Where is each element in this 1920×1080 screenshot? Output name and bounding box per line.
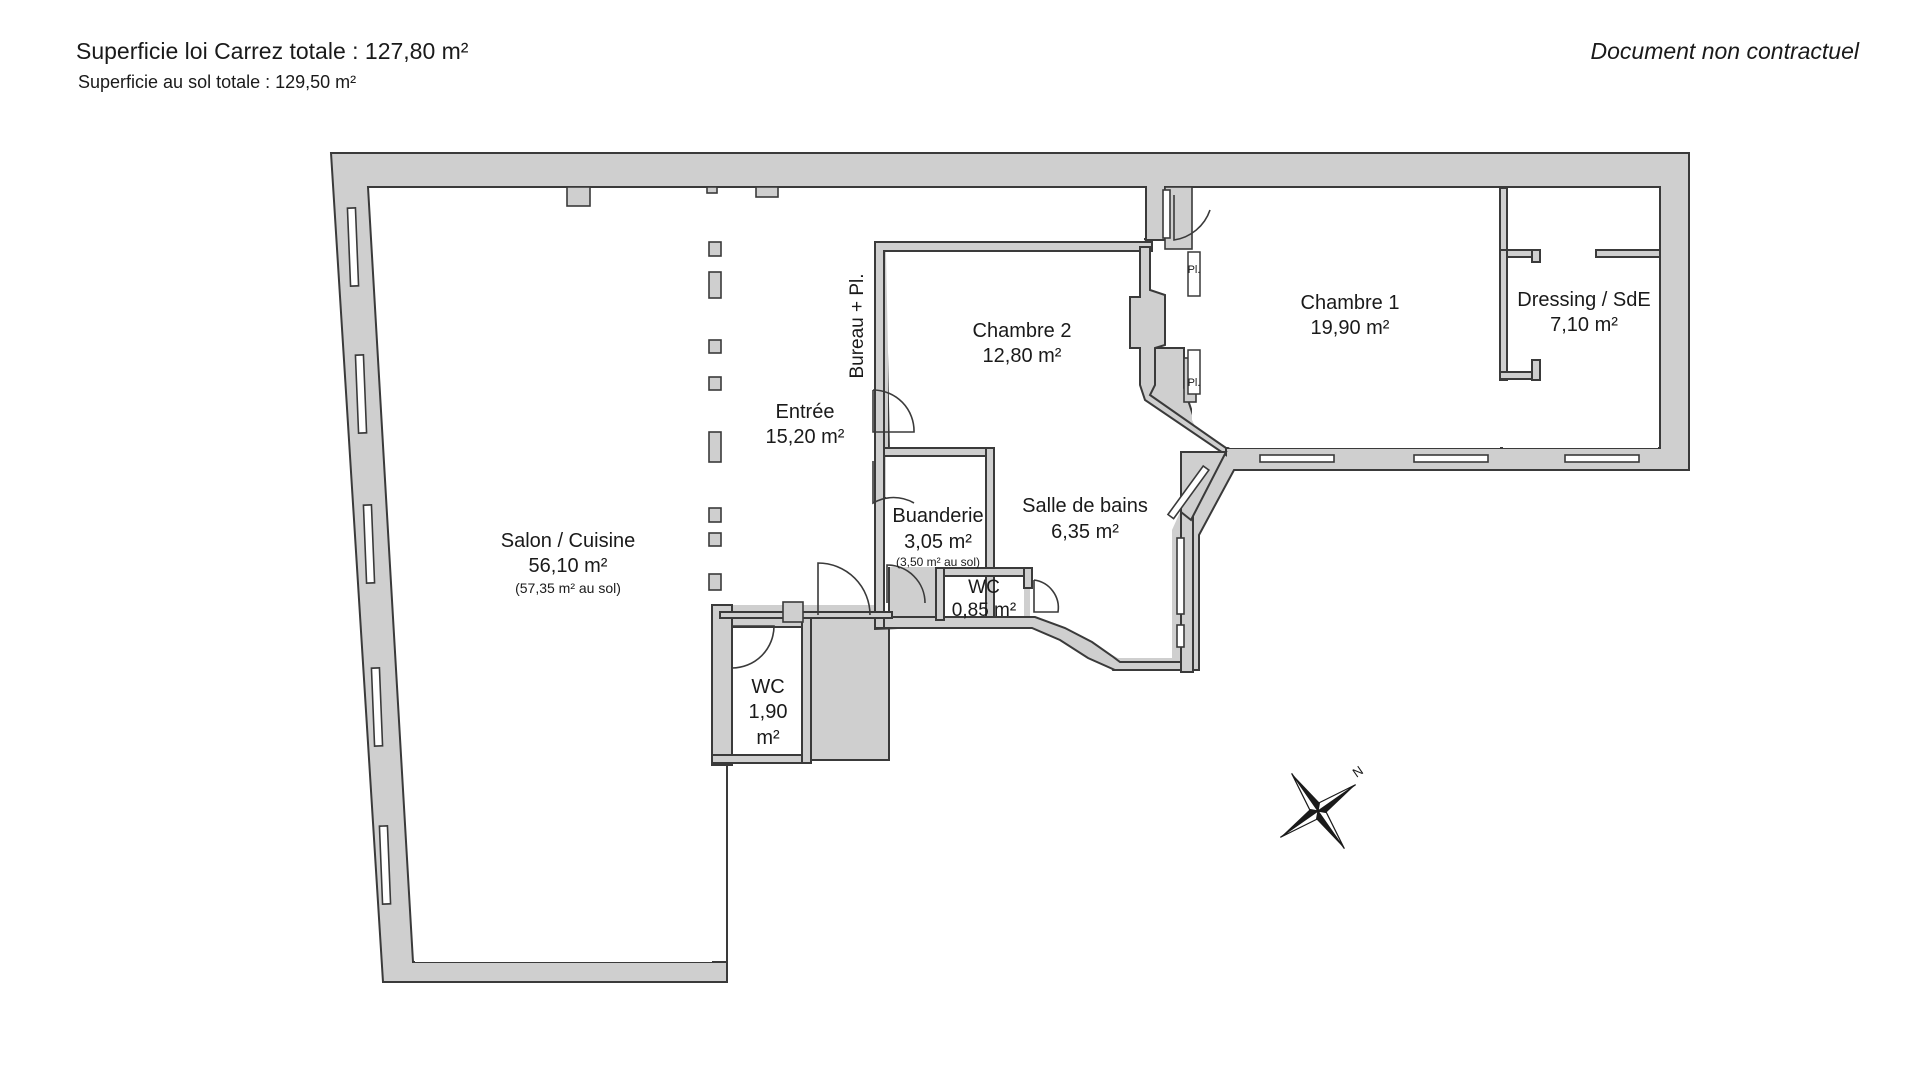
doors [731,195,1211,669]
room-area-wc-1: 1,90 [749,701,788,723]
room-label-buanderie: Buanderie [892,505,983,527]
room-area-wc-small: 0,85 m² [952,600,1016,621]
room-area-chambre1: 19,90 m² [1311,317,1390,339]
room-note-salon: (57,35 m² au sol) [515,580,621,596]
disclaimer-text: Document non contractuel [1590,38,1860,64]
room-note-buanderie: (3,50 m² au sol) [896,555,980,569]
room-label-chambre2: Chambre 2 [973,320,1072,342]
placard-bottom-label: Pl. [1188,377,1201,389]
room-area-wc-2: m² [756,727,780,749]
room-area-buanderie: 3,05 m² [904,531,972,553]
placard-top [1187,251,1201,297]
placard-top-label: Pl. [1188,264,1201,276]
room-label-dressing: Dressing / SdE [1517,289,1650,311]
room-area-sdb: 6,35 m² [1051,521,1119,543]
room-label-wc: WC [751,676,784,698]
placard-bottom [1187,349,1201,395]
room-area-dressing: 7,10 m² [1550,314,1618,336]
floor-entree [722,188,1144,605]
compass-rose [1279,772,1357,850]
room-label-chambre1: Chambre 1 [1301,292,1400,314]
total-floor-area: Superficie au sol totale : 129,50 m² [78,72,357,92]
room-label-entree: Entrée [776,401,835,423]
floor-buanderie [886,457,986,567]
floor-wc [732,628,806,750]
windows-bottom-right [1162,189,1640,648]
room-label-wc-small: WC [968,577,1000,598]
floor-sdb [993,452,1216,658]
total-carrez-area: Superficie loi Carrez totale : 127,80 m² [76,38,469,64]
room-area-chambre2: 12,80 m² [983,345,1062,367]
compass-north-label: N [1350,763,1366,781]
room-label-sdb: Salle de bains [1022,495,1148,517]
floor-chambre1 [1192,188,1500,448]
floor-wc-small [942,575,1024,617]
room-area-entree: 15,20 m² [766,426,845,448]
room-label-bureau: Bureau + Pl. [847,273,868,378]
windows-left [346,207,392,905]
room-area-salon: 56,10 m² [529,555,608,577]
floor-salon [370,188,722,962]
partition-walls [711,187,1661,766]
room-label-salon: Salon / Cuisine [501,530,636,552]
